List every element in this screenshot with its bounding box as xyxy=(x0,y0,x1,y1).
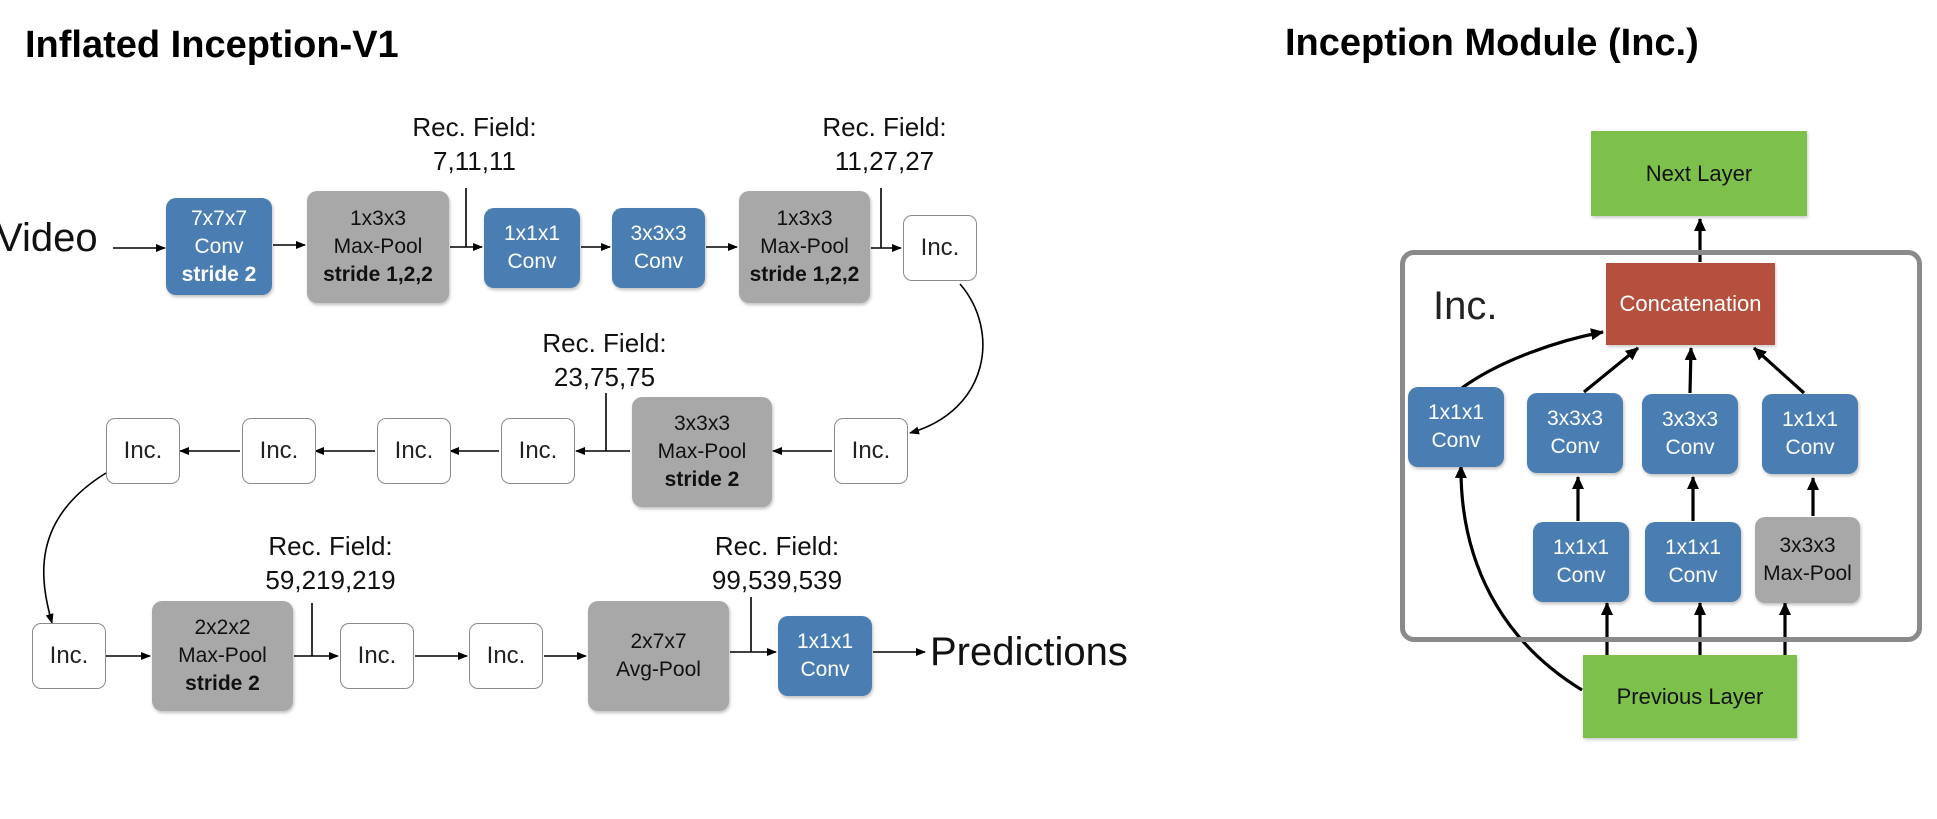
node-line: Conv xyxy=(194,234,244,258)
arrow-b3-to-concat xyxy=(1684,347,1697,394)
conv-7x7x7-node: 7x7x7 Conv stride 2 xyxy=(166,198,272,295)
node-line: 3x3x3 xyxy=(1546,407,1604,430)
rec-field-label: Rec. Field: xyxy=(542,328,667,358)
conv-3x3x3-node: 3x3x3 Conv xyxy=(612,208,705,288)
node-line: 1x1x1 xyxy=(1427,401,1485,424)
node-line: Max-Pool xyxy=(760,235,849,258)
node-line-bold: stride 2 xyxy=(181,262,257,286)
node-line: 1x1x1 xyxy=(796,630,854,653)
rec-field-value: 59,219,219 xyxy=(265,565,396,595)
rec-field-3: Rec. Field: 23,75,75 xyxy=(522,326,687,394)
arrow-b2-to-concat xyxy=(1582,346,1640,394)
rec-field-label: Rec. Field: xyxy=(714,531,840,561)
inception-node-row2-d: Inc. xyxy=(242,418,316,484)
node-line: Conv xyxy=(1668,564,1718,587)
branch2-conv-3x3x3: 3x3x3 Conv xyxy=(1527,393,1623,473)
node-line-bold: stride 2 xyxy=(664,468,740,491)
inception-node-row3-c: Inc. xyxy=(469,623,543,689)
predictions-output-label: Predictions xyxy=(930,630,1128,674)
conv-final-node: 1x1x1 Conv xyxy=(778,616,872,696)
rec-field-4: Rec. Field: 59,219,219 xyxy=(248,529,413,597)
node-line: 1x1x1 xyxy=(1664,536,1722,559)
node-line: 1x1x1 xyxy=(503,222,561,245)
rec-field-value: 23,75,75 xyxy=(553,362,656,392)
left-title: Inflated Inception-V1 xyxy=(25,24,399,66)
node-line: Avg-Pool xyxy=(616,658,701,681)
previous-layer-node: Previous Layer xyxy=(1583,655,1797,738)
maxpool-4-node: 2x2x2 Max-Pool stride 2 xyxy=(152,601,293,711)
node-line-bold: stride 1,2,2 xyxy=(749,263,860,286)
rec-field-label: Rec. Field: xyxy=(822,112,947,142)
rec-field-label: Rec. Field: xyxy=(412,112,537,142)
arrow-prev-to-branch1 xyxy=(1454,465,1583,692)
arrow-b1-to-concat xyxy=(1461,328,1604,390)
avgpool-node: 2x7x7 Avg-Pool xyxy=(588,601,729,711)
node-line: 1x3x3 xyxy=(776,207,833,230)
node-line: Conv xyxy=(633,250,684,273)
node-line: Max-Pool xyxy=(1763,562,1852,585)
node-line: Conv xyxy=(1785,436,1835,459)
node-line: Conv xyxy=(1550,435,1600,458)
node-line: 1x1x1 xyxy=(1781,408,1839,431)
inception-node-row3-b: Inc. xyxy=(340,623,414,689)
node-line: 1x3x3 xyxy=(349,207,407,230)
inception-node-row2-c: Inc. xyxy=(377,418,451,484)
node-line: 3x3x3 xyxy=(1779,534,1836,557)
branch4-conv-1x1x1: 1x1x1 Conv xyxy=(1762,394,1858,474)
node-line: 7x7x7 xyxy=(190,206,248,230)
next-layer-node: Next Layer xyxy=(1591,131,1807,216)
rec-field-value: 99,539,539 xyxy=(711,565,843,595)
node-line: 3x3x3 xyxy=(1661,408,1719,431)
maxpool-3-node: 3x3x3 Max-Pool stride 2 xyxy=(632,397,772,507)
node-line-bold: stride 2 xyxy=(185,672,260,695)
node-line: Max-Pool xyxy=(657,440,747,463)
branch1-conv-1x1x1: 1x1x1 Conv xyxy=(1408,387,1504,467)
node-line: Conv xyxy=(800,658,850,681)
conv-1x1x1-node: 1x1x1 Conv xyxy=(484,208,580,288)
branch4-maxpool-3x3x3: 3x3x3 Max-Pool xyxy=(1755,517,1860,603)
node-line: 2x7x7 xyxy=(630,630,687,653)
node-line: 3x3x3 xyxy=(673,412,731,435)
node-line: 3x3x3 xyxy=(630,222,687,245)
inception-module-label: Inc. xyxy=(1433,284,1498,328)
rec-field-value: 11,27,27 xyxy=(834,146,935,176)
right-title: Inception Module (Inc.) xyxy=(1285,22,1699,64)
node-line: Max-Pool xyxy=(178,644,267,667)
inception-module-frame xyxy=(1400,250,1922,642)
node-line: Conv xyxy=(1665,436,1715,459)
node-line: 1x1x1 xyxy=(1552,536,1610,559)
node-line: Max-Pool xyxy=(333,235,423,258)
inception-node-row3-a: Inc. xyxy=(32,623,106,689)
node-line: Conv xyxy=(1556,564,1606,587)
node-line: Conv xyxy=(507,250,557,273)
branch3-conv-1x1x1: 1x1x1 Conv xyxy=(1645,522,1741,602)
maxpool-2-node: 1x3x3 Max-Pool stride 1,2,2 xyxy=(739,191,870,303)
video-input-label: Video xyxy=(0,216,98,260)
curve-row1-to-row2 xyxy=(909,283,984,435)
node-line: Conv xyxy=(1431,429,1481,452)
branch3-conv-3x3x3: 3x3x3 Conv xyxy=(1642,394,1738,474)
node-line: 2x2x2 xyxy=(194,616,251,639)
inception-node-row2-b: Inc. xyxy=(501,418,575,484)
inception-node-row2-a: Inc. xyxy=(834,418,908,484)
rec-field-5: Rec. Field: 99,539,539 xyxy=(692,529,862,597)
concatenation-node: Concatenation xyxy=(1606,263,1775,345)
inception-node-row1: Inc. xyxy=(903,215,977,281)
rec-field-1: Rec. Field: 7,11,11 xyxy=(392,110,557,178)
rec-field-label: Rec. Field: xyxy=(268,531,393,561)
inception-node-row2-e: Inc. xyxy=(106,418,180,484)
arrow-b4-to-concat xyxy=(1752,346,1806,395)
curve-row2-to-row3 xyxy=(42,472,107,624)
node-line-bold: stride 1,2,2 xyxy=(323,263,433,286)
maxpool-1-node: 1x3x3 Max-Pool stride 1,2,2 xyxy=(307,191,449,303)
rec-field-2: Rec. Field: 11,27,27 xyxy=(802,110,967,178)
rec-field-value: 7,11,11 xyxy=(433,146,516,176)
branch2-conv-1x1x1: 1x1x1 Conv xyxy=(1533,522,1629,602)
